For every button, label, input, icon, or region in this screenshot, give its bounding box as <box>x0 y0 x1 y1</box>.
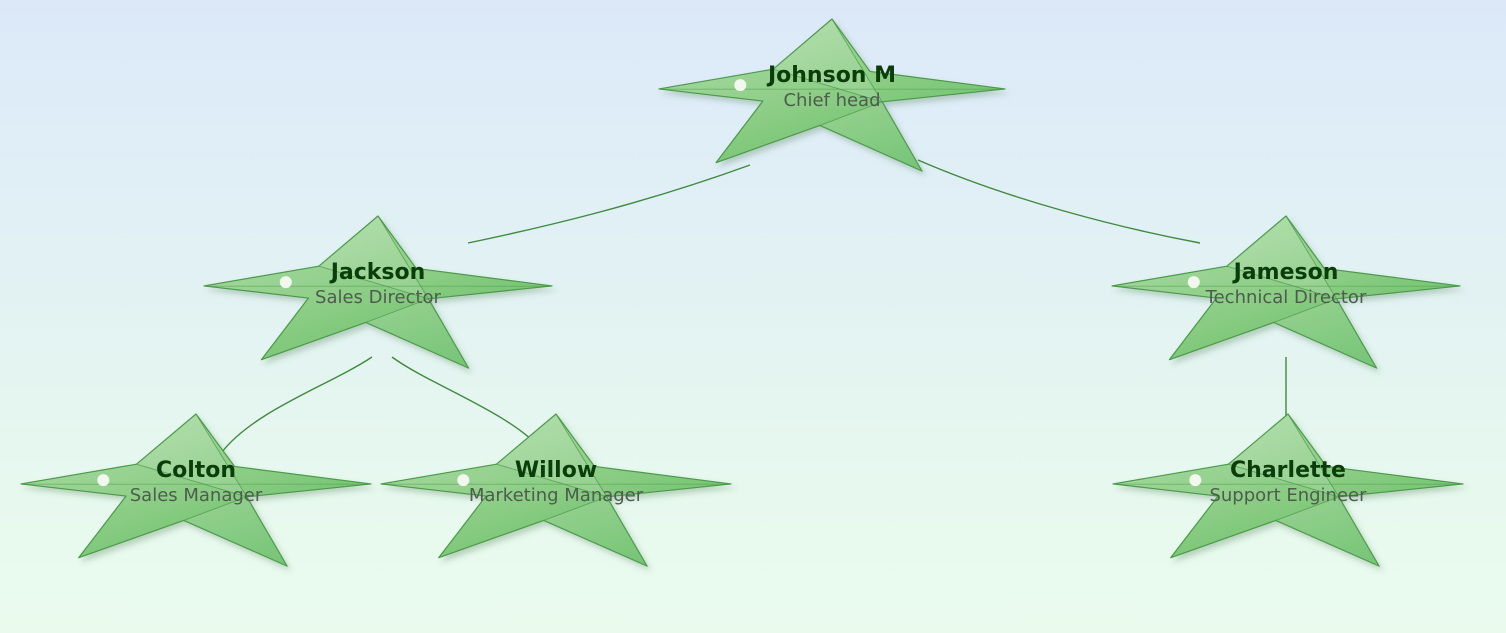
status-dot-icon <box>1187 276 1200 289</box>
star-facet-1 <box>772 18 884 103</box>
status-dot-icon <box>97 474 110 487</box>
star-facet-2 <box>1272 298 1378 369</box>
status-dot-icon <box>279 276 292 289</box>
star-facet-2 <box>818 101 924 172</box>
star-facet-2 <box>182 496 289 567</box>
star-facet-2 <box>542 496 649 567</box>
status-dot-icon <box>457 474 470 487</box>
star-shape <box>1112 413 1464 567</box>
connector-jackson-colton <box>221 356 373 453</box>
status-dot-icon <box>1189 474 1202 487</box>
star-shape <box>380 413 732 567</box>
connector-johnson-jackson <box>467 164 751 244</box>
status-dot-icon <box>734 79 747 92</box>
star-facet-2 <box>1274 496 1381 567</box>
star-shape <box>20 413 372 567</box>
star-facet-1 <box>1227 413 1340 498</box>
star-shape <box>203 215 553 369</box>
connector-johnson-jameson <box>917 159 1201 244</box>
star-facet-1 <box>1225 215 1338 300</box>
star-shape <box>658 18 1006 172</box>
star-facet-1 <box>495 413 608 498</box>
star-facet-2 <box>364 298 470 369</box>
star-facet-1 <box>135 413 248 498</box>
star-facet-1 <box>317 215 430 300</box>
star-shape <box>1111 215 1461 369</box>
